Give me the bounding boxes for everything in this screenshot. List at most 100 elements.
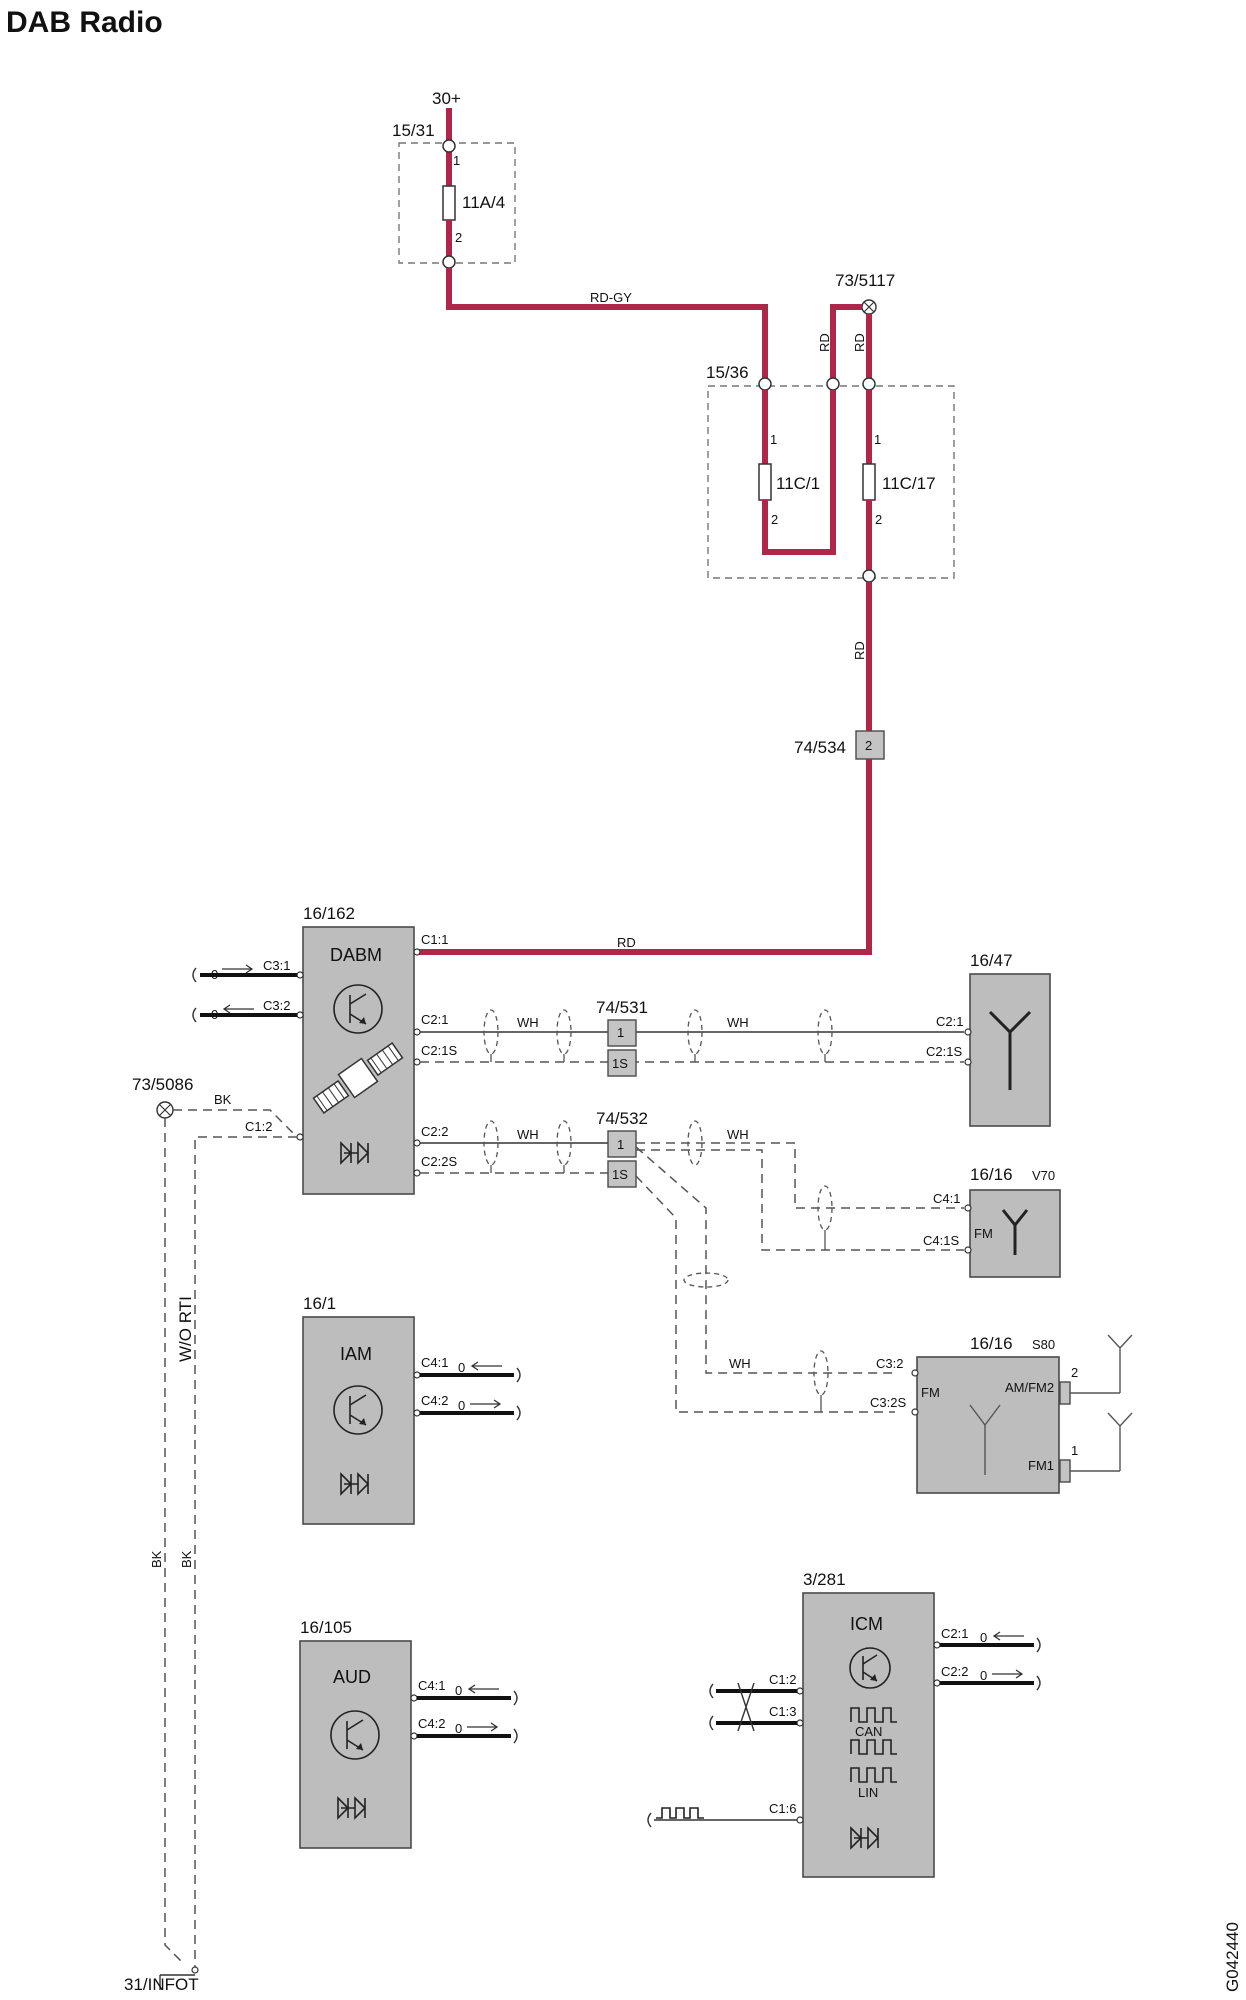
connector-74532-pin1 xyxy=(607,1130,637,1158)
pin-label: 2 xyxy=(865,738,872,753)
twisted-pair-icon xyxy=(737,1682,755,1732)
drawing-id: G042440 xyxy=(1223,1922,1242,1992)
fuse-box-1536-label: 15/36 xyxy=(706,363,749,382)
shield-mark xyxy=(483,1009,499,1055)
shield-mark xyxy=(683,1272,729,1288)
transistor-icon xyxy=(333,1385,383,1435)
pin-label: 1 xyxy=(770,432,777,447)
pin xyxy=(796,1816,804,1824)
pin xyxy=(296,971,304,979)
antenna-icon xyxy=(1001,1209,1029,1255)
pin-label: C4:2 xyxy=(418,1716,445,1731)
ground-point-cross xyxy=(863,301,875,313)
pin xyxy=(964,1028,972,1036)
pin xyxy=(933,1679,941,1687)
feed-label: 30+ xyxy=(432,89,461,108)
wire-color-label: RD xyxy=(852,641,867,660)
pin-label: 1 xyxy=(617,1025,624,1040)
pin xyxy=(933,1641,941,1649)
pin xyxy=(413,1409,421,1417)
lin-signal-icon xyxy=(656,1807,704,1819)
connector-74532-label: 74/532 xyxy=(596,1109,648,1128)
pin-label: 1 xyxy=(874,432,881,447)
signal-zero: 0 xyxy=(980,1630,987,1645)
wire-color-label: BK xyxy=(149,1550,164,1568)
diode-icon xyxy=(337,1796,367,1820)
diode-icon xyxy=(850,1826,880,1850)
ground-5086-cross xyxy=(158,1103,172,1117)
fuse-11a4-label: 11A/4 xyxy=(462,193,505,212)
antenna-s80-module xyxy=(916,1356,1060,1494)
pin-label: C2:1 xyxy=(421,1012,448,1027)
signal-zero: 0 xyxy=(455,1721,462,1736)
arrow-left-icon xyxy=(992,1631,1024,1641)
signal-zero: 0 xyxy=(211,1007,218,1022)
pin-label: C1:1 xyxy=(421,932,448,947)
node xyxy=(758,377,772,391)
arrow-right-icon xyxy=(222,964,254,974)
shield-drop xyxy=(490,1054,826,1062)
arrow-left-icon xyxy=(467,1684,499,1694)
wo-rti-label: W/O RTI xyxy=(176,1296,195,1362)
wire-color-label: WH xyxy=(517,1015,539,1030)
signal-zero: 0 xyxy=(211,967,218,982)
fuse-11a4-icon xyxy=(442,185,456,221)
arrow-right-icon xyxy=(992,1669,1024,1679)
pin-label: 1S xyxy=(612,1167,628,1182)
pin-label: C1:2 xyxy=(245,1119,272,1134)
break-mark xyxy=(647,1812,652,1828)
shield-mark xyxy=(687,1120,703,1166)
iam-id-label: 16/1 xyxy=(303,1294,336,1313)
signal-zero: 0 xyxy=(458,1398,465,1413)
signal-zero: 0 xyxy=(455,1683,462,1698)
antenna-v70-fm: FM xyxy=(974,1226,993,1241)
pin xyxy=(796,1719,804,1727)
pin-label: C4:2 xyxy=(421,1393,448,1408)
wire-color-label: RD xyxy=(817,333,832,352)
wire-color-label: WH xyxy=(727,1127,749,1142)
transistor-icon xyxy=(333,984,383,1034)
transistor-icon xyxy=(849,1647,891,1689)
fuse-11c17-label: 11C/17 xyxy=(882,474,936,493)
arrow-left-icon xyxy=(222,1004,254,1014)
shield-drop xyxy=(490,1165,565,1173)
ground-infot-icon xyxy=(159,1974,195,1990)
pin-label: C1:2 xyxy=(769,1672,796,1687)
pin xyxy=(964,1058,972,1066)
pin-label: C2:2S xyxy=(421,1154,457,1169)
pin-label: C2:2 xyxy=(941,1664,968,1679)
pin xyxy=(296,1133,304,1141)
wire-bk-ground xyxy=(173,1109,298,1138)
wire-fuse2-loop xyxy=(762,390,836,555)
node xyxy=(862,377,876,391)
pin-label: C1:3 xyxy=(769,1704,796,1719)
aud-name: AUD xyxy=(333,1667,371,1687)
antenna-s80-variant: S80 xyxy=(1032,1337,1055,1352)
pin-label: 2 xyxy=(1071,1365,1078,1380)
external-antenna-icon xyxy=(1070,1334,1133,1394)
connector-s80-am xyxy=(1059,1381,1071,1405)
arrow-right-icon xyxy=(467,1722,499,1732)
icm-id-label: 3/281 xyxy=(803,1570,846,1589)
diode-icon xyxy=(340,1472,370,1496)
diagram-title: DAB Radio xyxy=(6,6,163,39)
pin xyxy=(964,1204,972,1212)
can-waveform-icon xyxy=(850,1707,897,1723)
wire-bk-c12 xyxy=(194,1136,297,1970)
pin xyxy=(911,1369,919,1377)
signal-zero: 0 xyxy=(458,1360,465,1375)
fuse-11c17-icon xyxy=(862,463,876,501)
wire-rd-to-dabm xyxy=(418,759,872,955)
can-waveform-icon xyxy=(850,1739,897,1755)
shield-mark xyxy=(817,1009,833,1055)
transistor-icon xyxy=(330,1710,380,1760)
pin xyxy=(413,1169,421,1177)
pin xyxy=(911,1408,919,1416)
dabm-id-label: 16/162 xyxy=(303,904,355,923)
pin xyxy=(413,1058,421,1066)
pin-label: C4:1 xyxy=(421,1355,448,1370)
shield-mark xyxy=(556,1009,572,1055)
pin xyxy=(296,1011,304,1019)
antenna-s80-amfm2: AM/FM2 xyxy=(1005,1380,1054,1395)
antenna-icon xyxy=(988,1010,1032,1090)
